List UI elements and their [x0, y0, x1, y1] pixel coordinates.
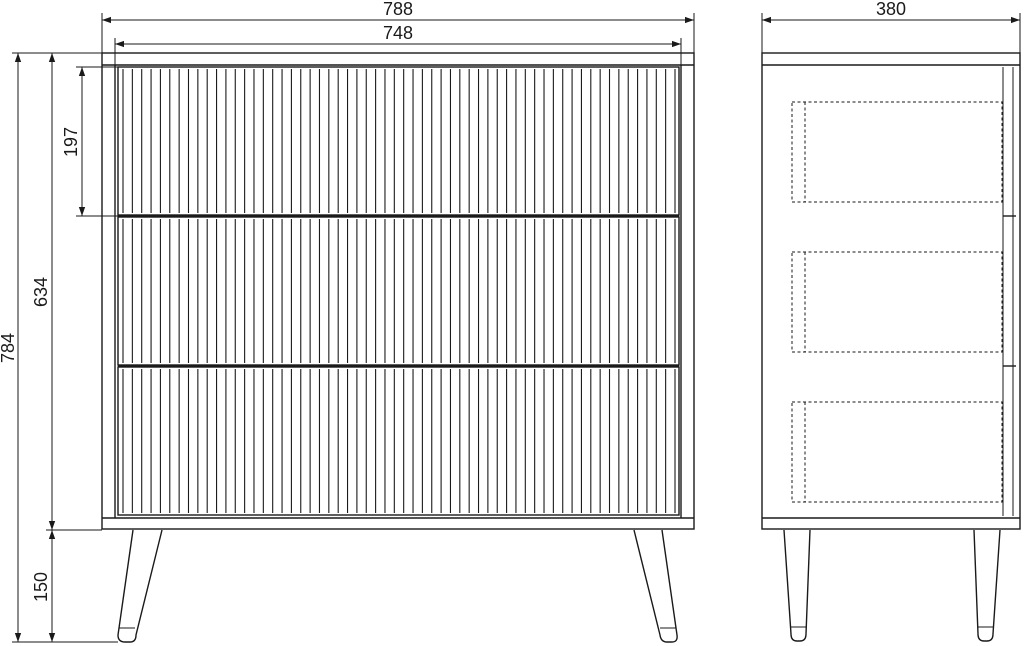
drawer-front-3	[117, 366, 680, 516]
drawer-flutes	[122, 69, 676, 513]
front-carcass-outline	[101, 52, 695, 530]
drawer-fronts	[117, 66, 680, 516]
label-body-height: 634	[31, 277, 51, 307]
hidden-drawer-box	[791, 101, 1003, 203]
front-left-leg	[117, 529, 163, 643]
hidden-drawer-box	[791, 251, 1003, 353]
side-view	[761, 52, 1021, 642]
hidden-drawer-box	[791, 401, 1003, 503]
front-right-leg	[633, 529, 678, 643]
label-depth: 380	[876, 0, 906, 19]
front-view	[101, 52, 695, 643]
drawer-front-2	[117, 216, 680, 366]
drawer-front-1	[117, 66, 680, 216]
label-leg-height: 150	[31, 572, 51, 602]
dimension-lines	[12, 13, 1021, 643]
label-overall-width: 788	[383, 0, 413, 19]
label-inner-width: 748	[383, 23, 413, 43]
hidden-drawer-boxes	[791, 101, 1003, 503]
side-left-leg	[783, 529, 811, 642]
side-carcass-outline	[761, 52, 1021, 530]
label-drawer-height: 197	[61, 127, 81, 157]
side-right-leg	[973, 529, 1001, 642]
label-total-height: 784	[0, 333, 18, 363]
